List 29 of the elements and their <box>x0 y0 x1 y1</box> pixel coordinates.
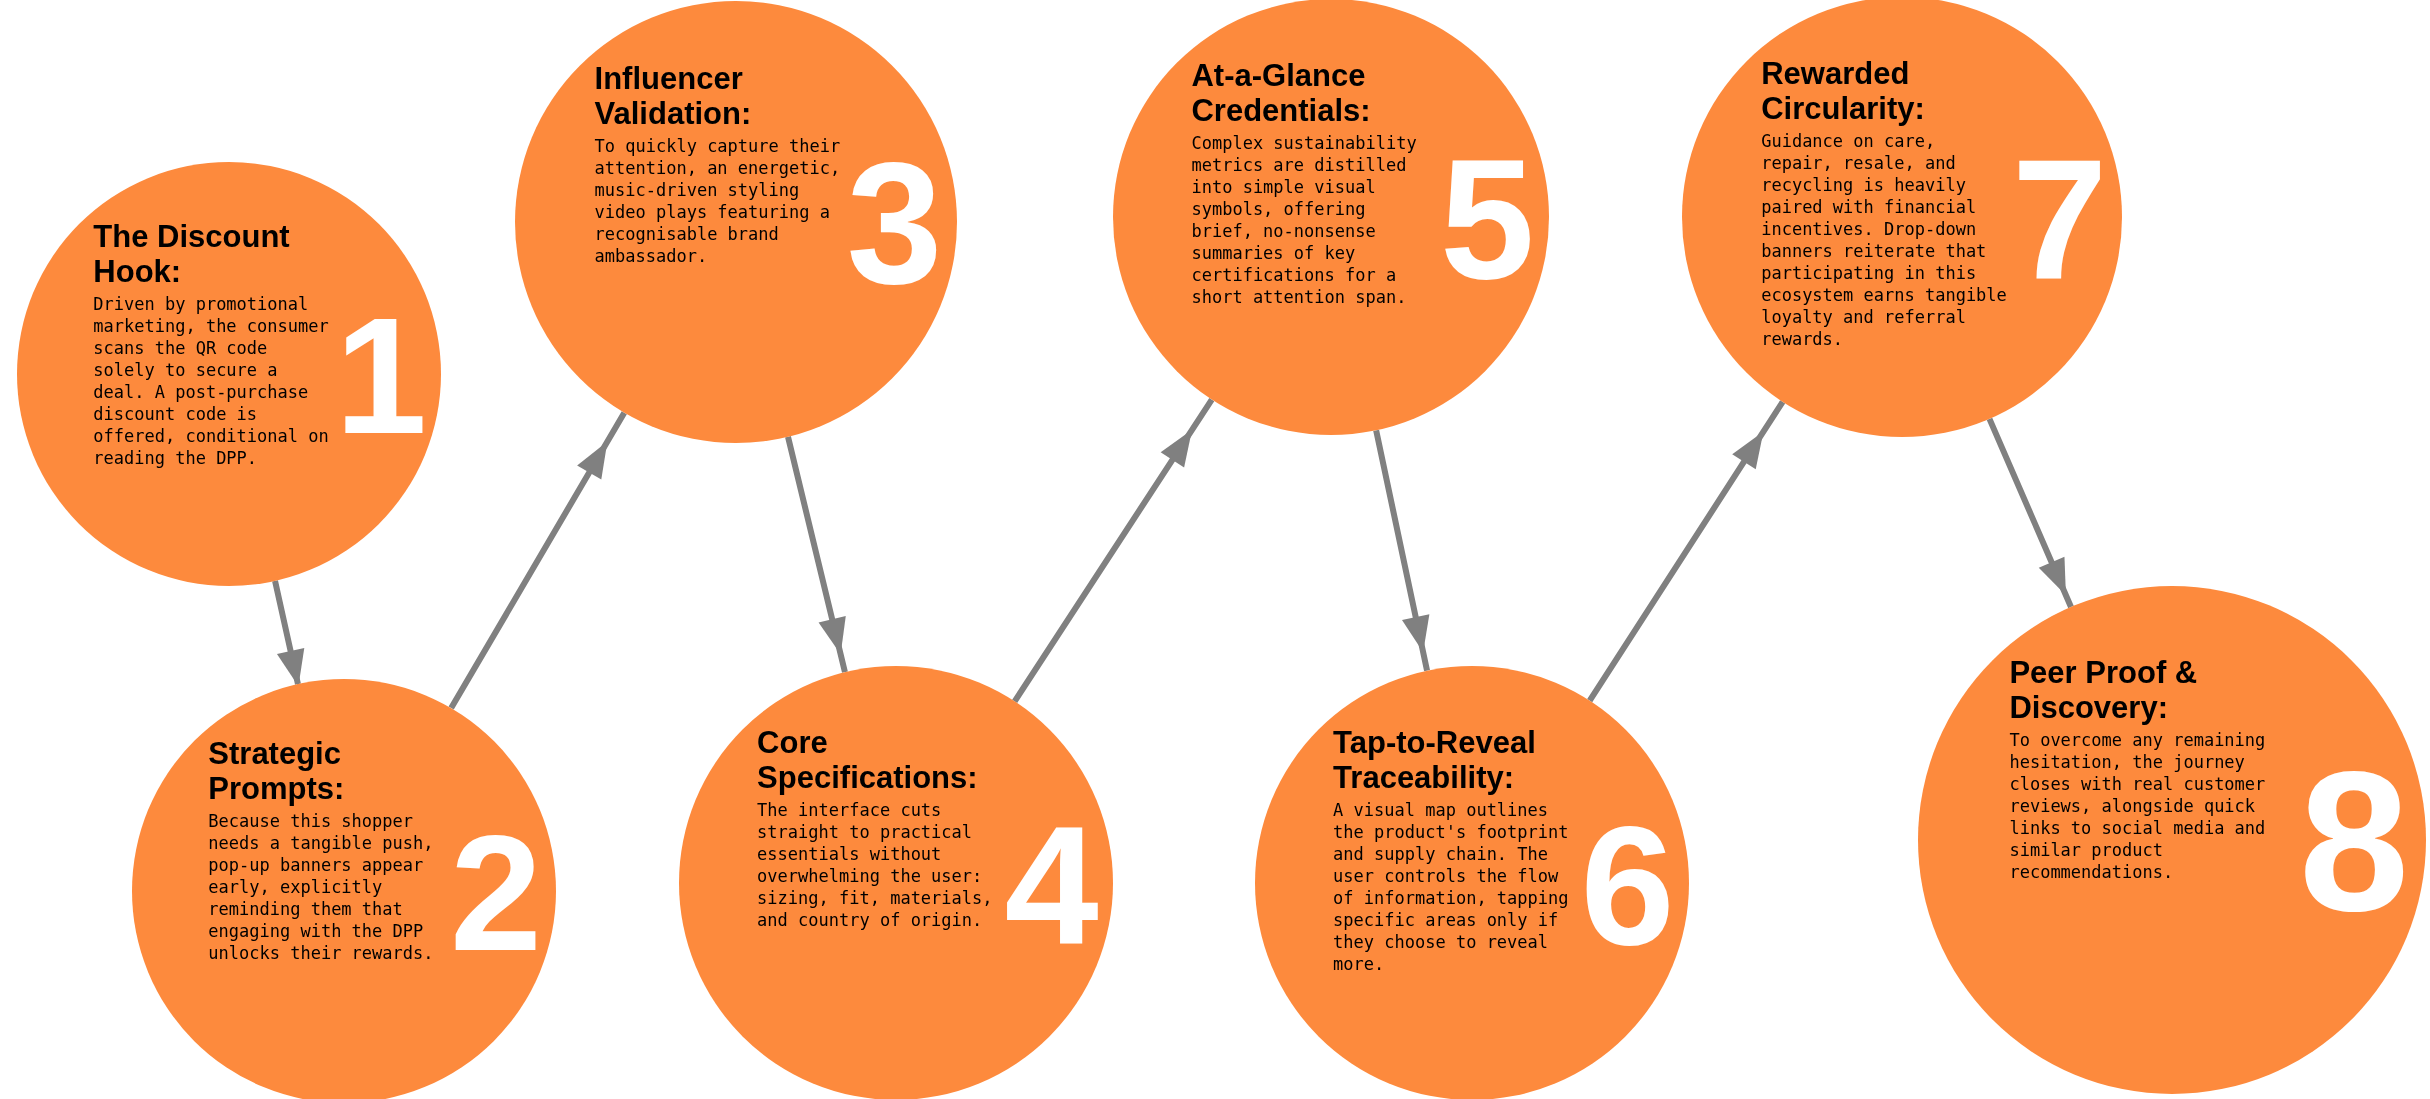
step-description: Because this shopper needs a tangible push, pop-up banners appear early, explicitly reminding them that engaging with the DPP unlocks their rewards. <box>208 810 435 965</box>
step-heading: Strategic Prompts: <box>208 736 346 807</box>
step-number: 2 <box>450 810 542 976</box>
step-number: 5 <box>1440 134 1535 305</box>
step-description: The interface cuts straight to practical essentials without overwhelming the user: sizing, fit, materials, and country of origin. <box>757 798 994 931</box>
step-description: Guidance on care, repair, resale, and recycling is heavily paired with financial incentives. Drop-down banners reiterate that participating in this ecosystem earns tangible loyalty and referral rewards. <box>1761 130 2008 351</box>
step-number: 8 <box>2299 743 2410 942</box>
arrow <box>1586 398 1786 704</box>
arrow <box>448 409 628 712</box>
step-description: Driven by promotional marketing, the consumer scans the QR code solely to secure a deal. A post-purchase discount code is offered, conditional on reading the DPP. <box>93 293 330 470</box>
step-heading: Peer Proof & Discovery: <box>2009 654 2199 725</box>
step-heading: Core Specifications: <box>757 724 979 795</box>
step-number: 6 <box>1580 800 1675 970</box>
step-number: 7 <box>2012 133 2108 305</box>
arrow <box>1986 415 2074 610</box>
arrow <box>1011 396 1215 705</box>
step-description: Complex sustainability metrics are distilled into simple visual symbols, offering brief, no-nonsense summaries of key certifications for a short attention span. <box>1191 131 1418 308</box>
step-heading: Influencer Validation: <box>594 60 753 131</box>
step-number: 4 <box>1004 800 1099 970</box>
arrow <box>1373 427 1431 674</box>
step-number: 3 <box>846 138 943 311</box>
step-description: To overcome any remaining hesitation, the journey closes with real customer reviews, alongside quick links to social media and similar product recommendations. <box>2009 728 2267 883</box>
step-description: To quickly capture their attention, an energetic, music-driven styling video plays featuring a recognisable brand ambassador. <box>594 134 842 267</box>
step-heading: The Discount Hook: <box>93 219 291 290</box>
step-heading: Rewarded Circularity: <box>1761 56 1926 127</box>
step-heading: Tap-to-Reveal Traceability: <box>1333 724 1537 795</box>
step-description: A visual map outlines the product's footprint and supply chain. The user controls the flow of information, tapping specific areas only if they choose to reveal more. <box>1333 798 1570 975</box>
step-number: 1 <box>335 293 427 459</box>
step-heading: At-a-Glance Credentials: <box>1191 57 1372 128</box>
